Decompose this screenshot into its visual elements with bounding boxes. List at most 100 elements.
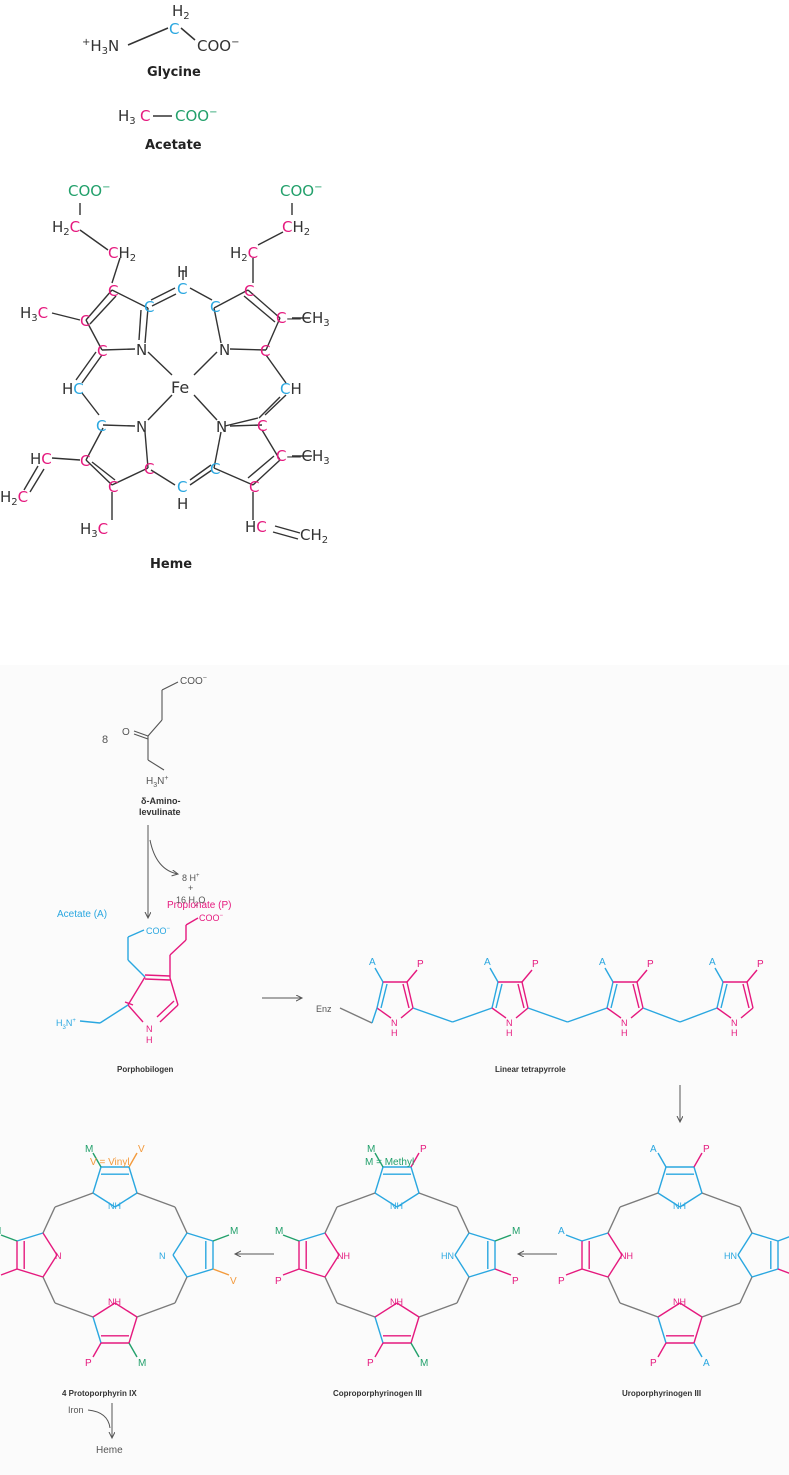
propionate-label: Propionate (P) — [167, 900, 231, 911]
svg-text:C: C — [140, 107, 150, 125]
svg-text:H3C: H3C — [80, 520, 108, 540]
substituent-m: M — [275, 1226, 283, 1237]
svg-text:N: N — [216, 418, 227, 436]
svg-text:H3: H3 — [118, 107, 136, 127]
svg-text:N: N — [219, 341, 230, 359]
svg-text:C: C — [108, 282, 118, 300]
svg-text:C—CH3: C—CH3 — [276, 447, 330, 467]
pyrrole-nitrogen: N — [621, 1018, 628, 1028]
ring-nitrogen: N — [55, 1251, 62, 1261]
arrow-iron-to-heme: Iron Heme — [68, 1403, 123, 1456]
svg-text:C: C — [249, 478, 259, 496]
substituent-v: V — [138, 1144, 145, 1155]
vinyl-legend: V = Vinyl — [90, 1157, 130, 1168]
svg-text:C: C — [97, 342, 107, 360]
svg-text:H3N+: H3N+ — [146, 775, 168, 789]
ring-nitrogen: NH — [108, 1201, 121, 1211]
ring-nitrogen: NH — [673, 1201, 686, 1211]
substituent-p: P — [420, 1144, 427, 1155]
svg-text:H2C: H2C — [230, 244, 258, 264]
heme-structure — [23, 203, 312, 540]
proto-label: 4 Protoporphyrin IX — [62, 1389, 137, 1398]
substituent-p: P — [512, 1276, 519, 1287]
svg-text:C: C — [260, 342, 270, 360]
heme-atoms: COO− COO− H2C CH2 H2C CH2 C C H C C C H3… — [0, 182, 330, 572]
svg-text:C: C — [80, 452, 90, 470]
substituent-m: M — [367, 1144, 375, 1155]
svg-text:C: C — [210, 460, 220, 478]
substituent-m: M — [512, 1226, 520, 1237]
svg-text:H3C: H3C — [20, 304, 48, 324]
glycine-carbon: C — [169, 20, 179, 38]
substituent-p: P — [275, 1276, 282, 1287]
substituent-m: M — [138, 1358, 146, 1369]
pyrrole-hydrogen: H — [506, 1028, 513, 1038]
substituent-m: M — [420, 1358, 428, 1369]
methyl-legend: M = Methyl — [365, 1157, 414, 1168]
svg-text:C: C — [144, 460, 154, 478]
ring-nitrogen: NH — [390, 1297, 403, 1307]
svg-text:HC: HC — [62, 380, 84, 398]
substituent-p: P — [85, 1358, 92, 1369]
ring-nitrogen: NH — [673, 1297, 686, 1307]
ring-nitrogen: NH — [108, 1297, 121, 1307]
svg-text:C: C — [80, 312, 90, 330]
svg-text:N: N — [146, 1024, 153, 1034]
substituent-p: P — [650, 1358, 657, 1369]
svg-text:CH2: CH2 — [300, 526, 328, 546]
svg-text:N: N — [136, 418, 147, 436]
svg-text:H2C: H2C — [52, 218, 80, 238]
acetate-substituent: A — [599, 957, 606, 968]
substituent-m: M — [85, 1144, 93, 1155]
svg-text:CH2: CH2 — [282, 218, 310, 238]
svg-text:H2: H2 — [172, 2, 190, 22]
svg-text:CH: CH — [280, 380, 302, 398]
svg-text:+: + — [188, 883, 193, 893]
svg-text:C: C — [96, 417, 106, 435]
pathway-background — [0, 665, 789, 1475]
propionate-substituent: P — [532, 959, 539, 970]
svg-text:COO−: COO− — [146, 926, 171, 936]
ala-label-1: δ-Amino- — [141, 796, 180, 806]
glycine-structure: H2 C +H3N COO− Glycine — [82, 2, 239, 80]
svg-text:16 H2O: 16 H2O — [176, 895, 205, 908]
uroporphyrinogen-structure: NHNHNHHNAPAPAPPA — [558, 1144, 789, 1369]
ala-label-2: levulinate — [139, 807, 181, 817]
ring-nitrogen: NH — [337, 1251, 350, 1261]
svg-text:COO−: COO− — [175, 107, 217, 125]
ring-nitrogen: N — [159, 1251, 166, 1261]
pyrrole-hydrogen: H — [391, 1028, 398, 1038]
svg-text:COO−: COO− — [280, 182, 322, 200]
svg-text:COO−: COO− — [197, 37, 239, 55]
substituent-a: A — [703, 1358, 710, 1369]
pyrrole-nitrogen: N — [731, 1018, 738, 1028]
svg-text:C—CH3: C—CH3 — [276, 309, 330, 329]
protoporphyrin-structure: NHNHNNMVMPMVPM — [0, 1144, 238, 1369]
substituent-v: V — [230, 1276, 237, 1287]
substituent-m: M — [0, 1226, 1, 1237]
svg-text:C: C — [177, 280, 187, 298]
svg-text:C: C — [108, 478, 118, 496]
propionate-substituent: P — [417, 959, 424, 970]
uro-label: Uroporphyrinogen III — [622, 1389, 701, 1398]
svg-text:HC: HC — [245, 518, 267, 536]
pyrrole-nitrogen: N — [391, 1018, 398, 1028]
porphobilinogen-structure: Acetate (A) Propionate (P) COO− COO− H3N… — [56, 900, 231, 1074]
pyrrole-nitrogen: N — [506, 1018, 513, 1028]
svg-text:C: C — [177, 478, 187, 496]
svg-text:C: C — [210, 298, 220, 316]
svg-text:H2C: H2C — [0, 488, 28, 508]
tetrapyrrole-label: Linear tetrapyrrole — [495, 1065, 566, 1074]
acetate-structure: H3 C COO− Acetate — [118, 107, 217, 153]
acetate-label: Acetate — [145, 138, 202, 153]
pbg-label: Porphobilogen — [117, 1065, 174, 1074]
ring-nitrogen: NH — [620, 1251, 633, 1261]
svg-text:C: C — [144, 298, 154, 316]
pyrrole-hydrogen: H — [621, 1028, 628, 1038]
acetate-label: Acetate (A) — [57, 909, 107, 920]
heme-label: Heme — [150, 557, 192, 572]
svg-text:COO−: COO− — [199, 913, 224, 923]
substituent-a: A — [650, 1144, 657, 1155]
svg-text:+H3N: +H3N — [82, 37, 119, 57]
